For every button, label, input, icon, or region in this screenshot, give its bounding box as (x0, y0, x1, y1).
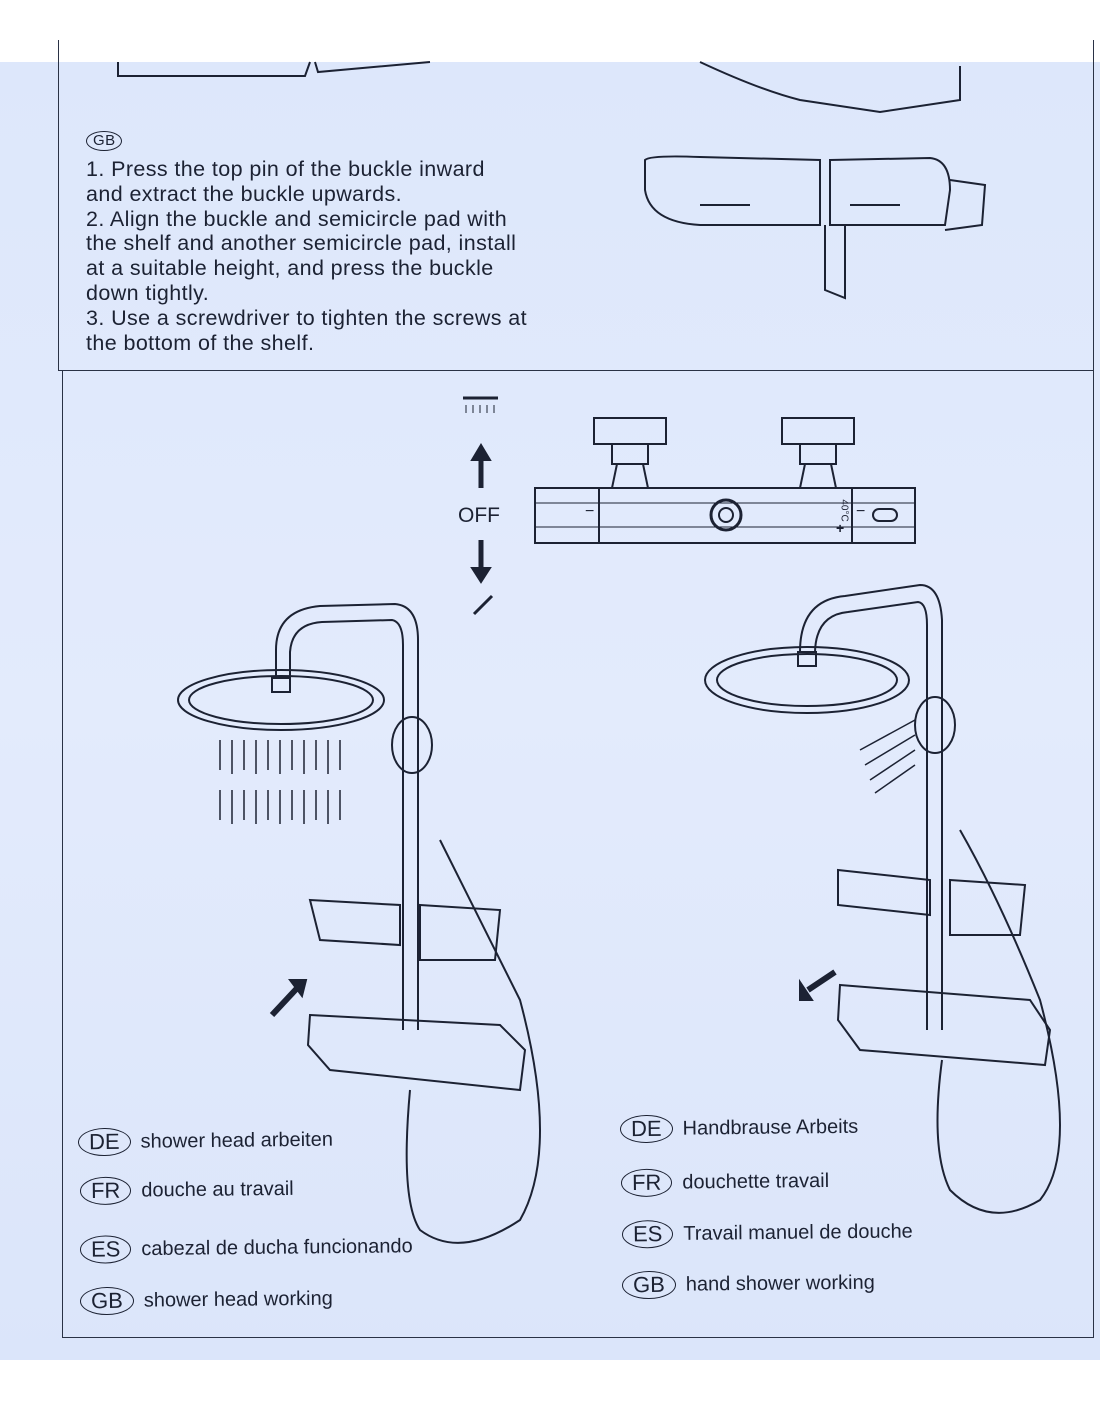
temp-label: 40°C (838, 499, 850, 522)
plus-sign: + (836, 520, 845, 536)
shelf-illustration (644, 155, 987, 300)
lang-badge: FR (79, 1176, 132, 1206)
installation-instructions: GB 1. Press the top pin of the buckle in… (86, 126, 527, 355)
thermostat-valve-diagram (463, 396, 916, 616)
label-text: cabezal de ducha funcionando (141, 1234, 413, 1260)
label-right-fr: FR douchette travail (620, 1167, 830, 1198)
lang-badge: GB (79, 1286, 134, 1316)
label-text: shower head arbeiten (140, 1128, 334, 1153)
bottom-section-frame (62, 370, 1094, 1338)
shelf-top-remnant (117, 61, 961, 114)
lang-badge: FR (620, 1168, 673, 1198)
label-left-es: ES cabezal de ducha funcionando (79, 1232, 413, 1264)
label-right-es: ES Travail manuel de douche (621, 1217, 913, 1249)
instruction-line: 2. Align the buckle and semicircle pad w… (86, 206, 508, 231)
instruction-line: at a suitable height, and press the buck… (86, 256, 494, 281)
off-label: OFF (458, 504, 500, 527)
label-right-gb: GB hand shower working (621, 1269, 875, 1300)
label-text: douchette travail (682, 1169, 830, 1193)
lang-badge: GB (86, 131, 123, 151)
lang-badge: ES (621, 1219, 674, 1249)
instruction-line: down tightly. (86, 280, 210, 305)
shower-system-left (177, 602, 541, 1244)
label-text: douche au travail (141, 1177, 294, 1201)
instruction-line: the bottom of the shelf. (86, 330, 315, 355)
instruction-line: 1. Press the top pin of the buckle inwar… (86, 157, 485, 181)
shower-system-right (704, 583, 1061, 1214)
label-text: Travail manuel de douche (683, 1219, 913, 1245)
label-text: hand shower working (685, 1271, 875, 1296)
label-text: Handbrause Arbeits (682, 1115, 859, 1140)
instruction-line: and extract the buckle upwards. (86, 181, 402, 206)
minus-sign: − (856, 503, 866, 520)
lang-badge: DE (77, 1127, 131, 1157)
lang-badge: ES (79, 1235, 132, 1264)
lang-badge: GB (621, 1270, 676, 1300)
label-left-gb: GB shower head working (79, 1285, 333, 1316)
label-left-fr: FR douche au travail (79, 1175, 294, 1206)
instruction-line: 3. Use a screwdriver to tighten the scre… (86, 305, 528, 330)
lang-badge: DE (619, 1114, 673, 1144)
label-left-de: DE shower head arbeiten (77, 1126, 334, 1157)
label-text: shower head working (143, 1287, 333, 1312)
label-right-de: DE Handbrause Arbeits (619, 1113, 859, 1144)
instruction-line: the shelf and another semicircle pad, in… (86, 231, 517, 256)
minus-sign: − (585, 503, 595, 520)
